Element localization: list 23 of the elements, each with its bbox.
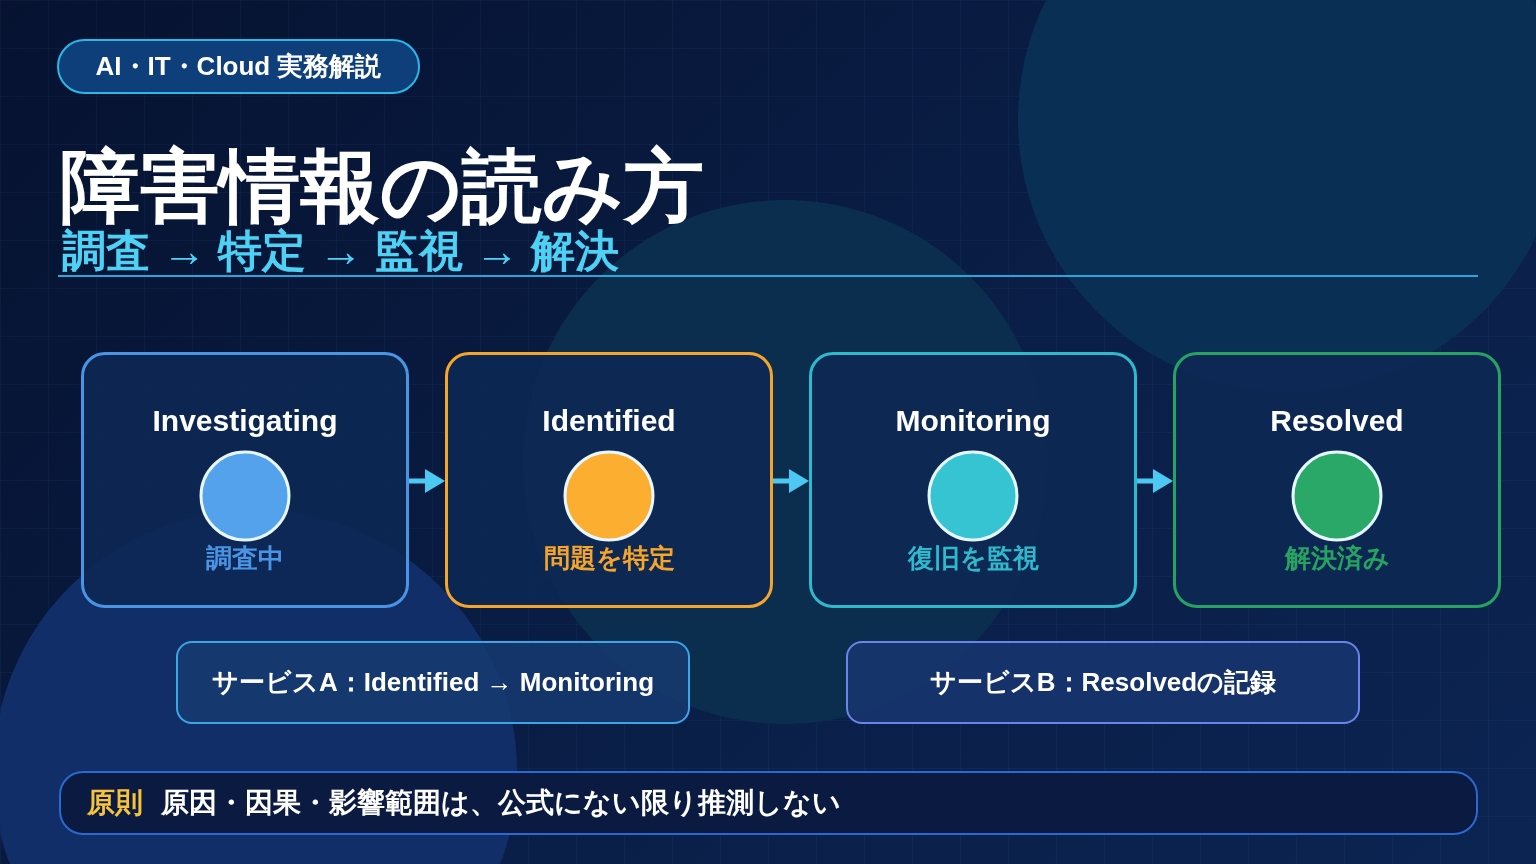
arrow [773,469,809,493]
subtitle: 調査 → 特定 → 監視 → 解決 [62,228,620,274]
stage-box [445,352,773,608]
principle-text: 原因・因果・影響範囲は、公式にない限り推測しない [161,786,841,820]
arrow [1137,469,1173,493]
stage-title: Investigating [151,403,339,439]
stage-status: 問題を特定 [542,542,676,574]
stage-status: 復旧を監視 [906,542,1040,574]
stage-box [809,352,1137,608]
stage-title: Resolved [1269,403,1405,439]
note-box: サービスA：Identified → Monitoring [176,641,690,724]
stage-status: 調査中 [205,542,285,574]
stage-box [81,352,409,608]
stage-title: Identified [541,403,677,439]
stage-title: Monitoring [894,403,1052,439]
stage-status: 解決済み [1283,542,1391,574]
note-box: サービスB：Resolvedの記録 [846,641,1360,724]
stage-box [1173,352,1501,608]
category-badge: AI・IT・Cloud 実務解説 [57,39,420,94]
arrow [409,469,445,493]
title: 障害情報の読み方 [60,146,704,228]
principle-bar [59,771,1478,835]
principle-label: 原則 [87,786,143,820]
